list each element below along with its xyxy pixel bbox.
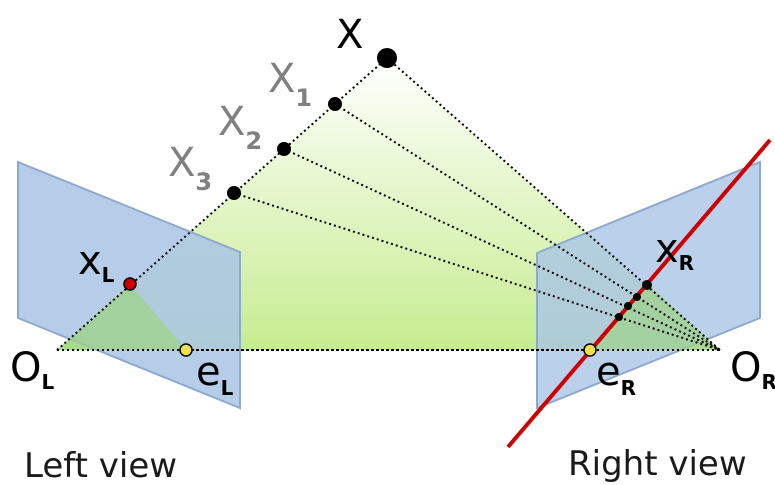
right-epipolar-triangle [590, 284, 720, 350]
epipole-right [583, 343, 597, 357]
label-X1: X1 [268, 56, 312, 112]
left-epipolar-triangle [57, 284, 186, 350]
left-ray [56, 57, 388, 351]
epipolar-line [506, 138, 772, 449]
projection-x2-R [624, 302, 632, 310]
label-xL: xL [78, 238, 115, 287]
label-OL: OL [10, 345, 54, 394]
projection-x-L [123, 277, 137, 291]
label-xR: xR [655, 226, 694, 275]
point-X [377, 48, 397, 68]
projection-x1-R [633, 293, 641, 301]
epipole-left [179, 343, 193, 357]
label-X: X [336, 12, 363, 58]
ray-X2-OR [283, 148, 721, 351]
label-eR: eR [596, 349, 636, 400]
point-X2 [277, 142, 291, 156]
projection-x-R [642, 280, 652, 290]
ray-X3-OR [233, 192, 721, 351]
caption-left-view: Left view [24, 446, 177, 485]
projection-x3-R [615, 313, 623, 321]
label-eL: eL [196, 349, 234, 400]
point-X1 [328, 97, 342, 111]
label-X3: X3 [168, 140, 212, 196]
point-X3 [227, 186, 241, 200]
label-X2: X2 [218, 99, 262, 155]
label-OR: OR [730, 345, 775, 394]
ray-X-OR [386, 57, 721, 351]
ray-X1-OR [334, 103, 721, 351]
caption-right-view: Right view [568, 444, 747, 484]
